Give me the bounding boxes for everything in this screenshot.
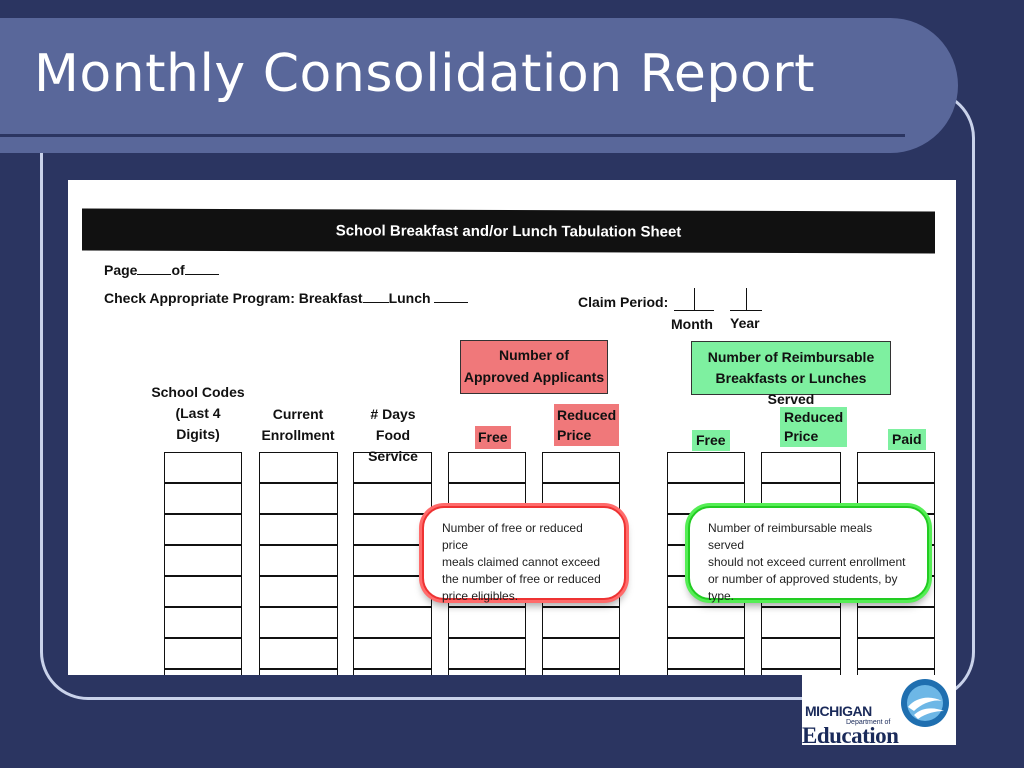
page-blank [137, 264, 172, 275]
program-line: Check Appropriate Program: Breakfast Lunc… [104, 290, 469, 306]
free-served-header: Free [692, 430, 730, 451]
approved-applicants-header: Number of Approved Applicants [460, 340, 608, 394]
paid-served-header: Paid [888, 429, 926, 450]
current-enrollment-column [259, 452, 338, 675]
of-label: of [171, 262, 185, 278]
school-codes-header: School Codes (Last 4 Digits) [151, 384, 245, 442]
free-reduced-rule-callout: Number of free or reduced price meals cl… [422, 506, 626, 603]
reduced-price-served-header: Reduced Price [780, 407, 848, 447]
michigan-department-of-education-logo: MICHIGAN Department of Education [802, 675, 956, 748]
program-label: Check Appropriate Program: Breakfast [104, 290, 363, 306]
lunch-label: Lunch [388, 290, 431, 306]
logo-education-text: Education [802, 723, 899, 748]
month-blank [674, 288, 714, 311]
breakfast-blank [362, 292, 389, 303]
of-blank [184, 264, 219, 275]
slide-title: Monthly Consolidation Report [34, 44, 815, 104]
sheet-header: School Breakfast and/or Lunch Tabulation… [82, 208, 935, 254]
logo-michigan-text: MICHIGAN [805, 703, 872, 719]
page-of-line: Page of [104, 262, 219, 278]
title-divider [0, 134, 905, 137]
days-food-service-column [353, 452, 432, 675]
free-applicants-header: Free [475, 426, 511, 449]
reimbursable-meals-header: Number of Reimbursable Breakfasts or Lun… [691, 341, 891, 407]
reduced-price-applicants-header: Reduced Price [554, 404, 620, 446]
current-enrollment-header: Current Enrollment [261, 406, 335, 443]
title-band [0, 18, 958, 153]
logo-department-text: Department of [846, 719, 891, 726]
school-codes-column [164, 452, 242, 675]
lunch-blank [434, 292, 469, 303]
tabulation-sheet-image: School Breakfast and/or Lunch Tabulation… [68, 180, 956, 675]
year-label: Year [730, 315, 760, 331]
page-label: Page [104, 262, 138, 278]
month-label: Month [671, 316, 713, 332]
michigan-emblem-icon [901, 679, 949, 727]
claim-period-label: Claim Period: [578, 294, 669, 310]
reimbursable-rule-callout: Number of reimbursable meals served shou… [688, 506, 929, 603]
year-blank [730, 288, 762, 311]
